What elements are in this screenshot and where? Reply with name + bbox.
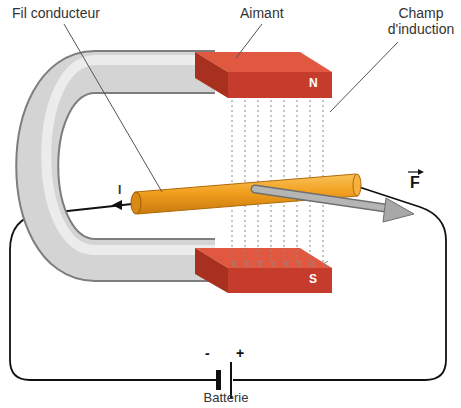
leader-line bbox=[236, 24, 262, 58]
polarity-sign: - bbox=[205, 345, 210, 361]
part-label: Fil conducteur bbox=[12, 5, 100, 21]
force-arrow bbox=[255, 189, 392, 209]
leader-line bbox=[330, 42, 398, 112]
conductor-end bbox=[131, 192, 141, 214]
leader-line bbox=[64, 24, 162, 192]
south-pole bbox=[228, 268, 332, 293]
current-label: I bbox=[118, 184, 121, 198]
north-pole bbox=[228, 72, 332, 98]
force-arrowhead bbox=[383, 198, 414, 222]
magnet-highlight bbox=[46, 60, 215, 250]
part-label: Batterie bbox=[204, 391, 249, 406]
battery-negative-plate bbox=[216, 370, 221, 390]
south-pole bbox=[195, 248, 228, 293]
current-arrow bbox=[112, 200, 122, 210]
conductor-wire bbox=[135, 174, 358, 214]
polarity-sign: + bbox=[236, 345, 244, 361]
part-label: Aimant bbox=[240, 5, 284, 21]
part-label: Champ d'induction bbox=[384, 5, 458, 37]
force-arrow bbox=[255, 189, 392, 209]
pole-letter: N bbox=[309, 77, 318, 91]
force-label: F bbox=[410, 174, 420, 192]
north-pole bbox=[195, 52, 228, 98]
conductor-end bbox=[353, 174, 361, 196]
pole-letter: S bbox=[309, 273, 317, 287]
